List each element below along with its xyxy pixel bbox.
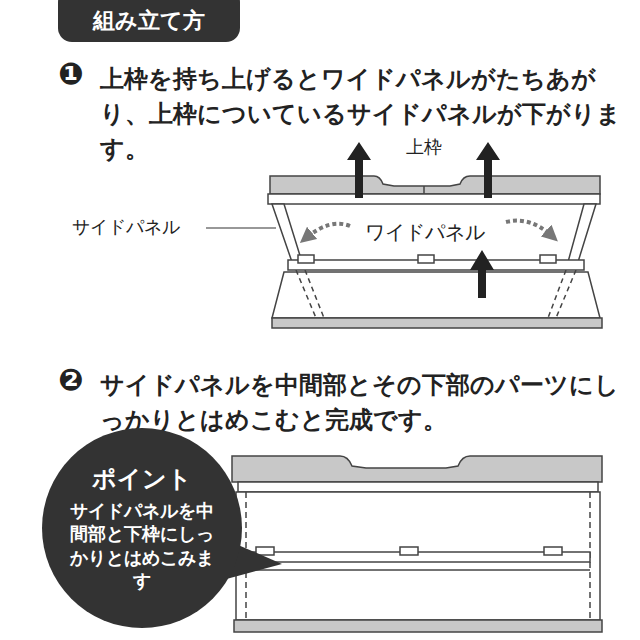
- side-panel-left: [272, 204, 302, 262]
- part-name: 上枠: [406, 136, 466, 158]
- top-frame: [270, 176, 600, 194]
- node-text-group: ポイントサイドパネルを中間部と下枠にしっかりとはめこみます: [70, 428, 214, 592]
- header-band: [58, 0, 240, 42]
- top-frame-lip: [268, 194, 600, 204]
- leader-line: [206, 227, 276, 228]
- assembled-body: [236, 492, 600, 620]
- lift-arrows: [347, 142, 500, 298]
- node-heading: 組み立て方: [58, 8, 240, 34]
- top-frame: [232, 456, 602, 482]
- node-heading: ポイント: [70, 464, 214, 495]
- node-text-group: 組み立て方: [58, 0, 240, 34]
- part-name: ワイドパネル: [362, 220, 488, 244]
- side-panel-right: [568, 204, 596, 262]
- part-name: サイドパネル: [72, 216, 206, 238]
- point-callout: ポイントサイドパネルを中間部と下枠にしっかりとはめこみます: [42, 428, 242, 628]
- bottom-frame: [234, 620, 602, 632]
- section-header: 組み立て方: [58, 0, 240, 42]
- bottom-frame: [272, 318, 602, 328]
- step-text: サイドパネルを中間部とその下部のパーツにしっかりとはめこむと完成です。: [100, 368, 635, 438]
- lower-part: [272, 272, 600, 318]
- callout-circle: [42, 428, 242, 628]
- step-text: 上枠を持ち上げるとワイドパネルがたちあがり、上枠についているサイドパネルが下がり…: [100, 62, 635, 166]
- step-number: ❶: [58, 56, 98, 92]
- step-number: ❷: [58, 362, 98, 398]
- node-body: サイドパネルを中間部と下枠にしっかりとはめこみます: [70, 499, 214, 593]
- diagram-one: [268, 176, 602, 328]
- diagram-two: [232, 456, 602, 632]
